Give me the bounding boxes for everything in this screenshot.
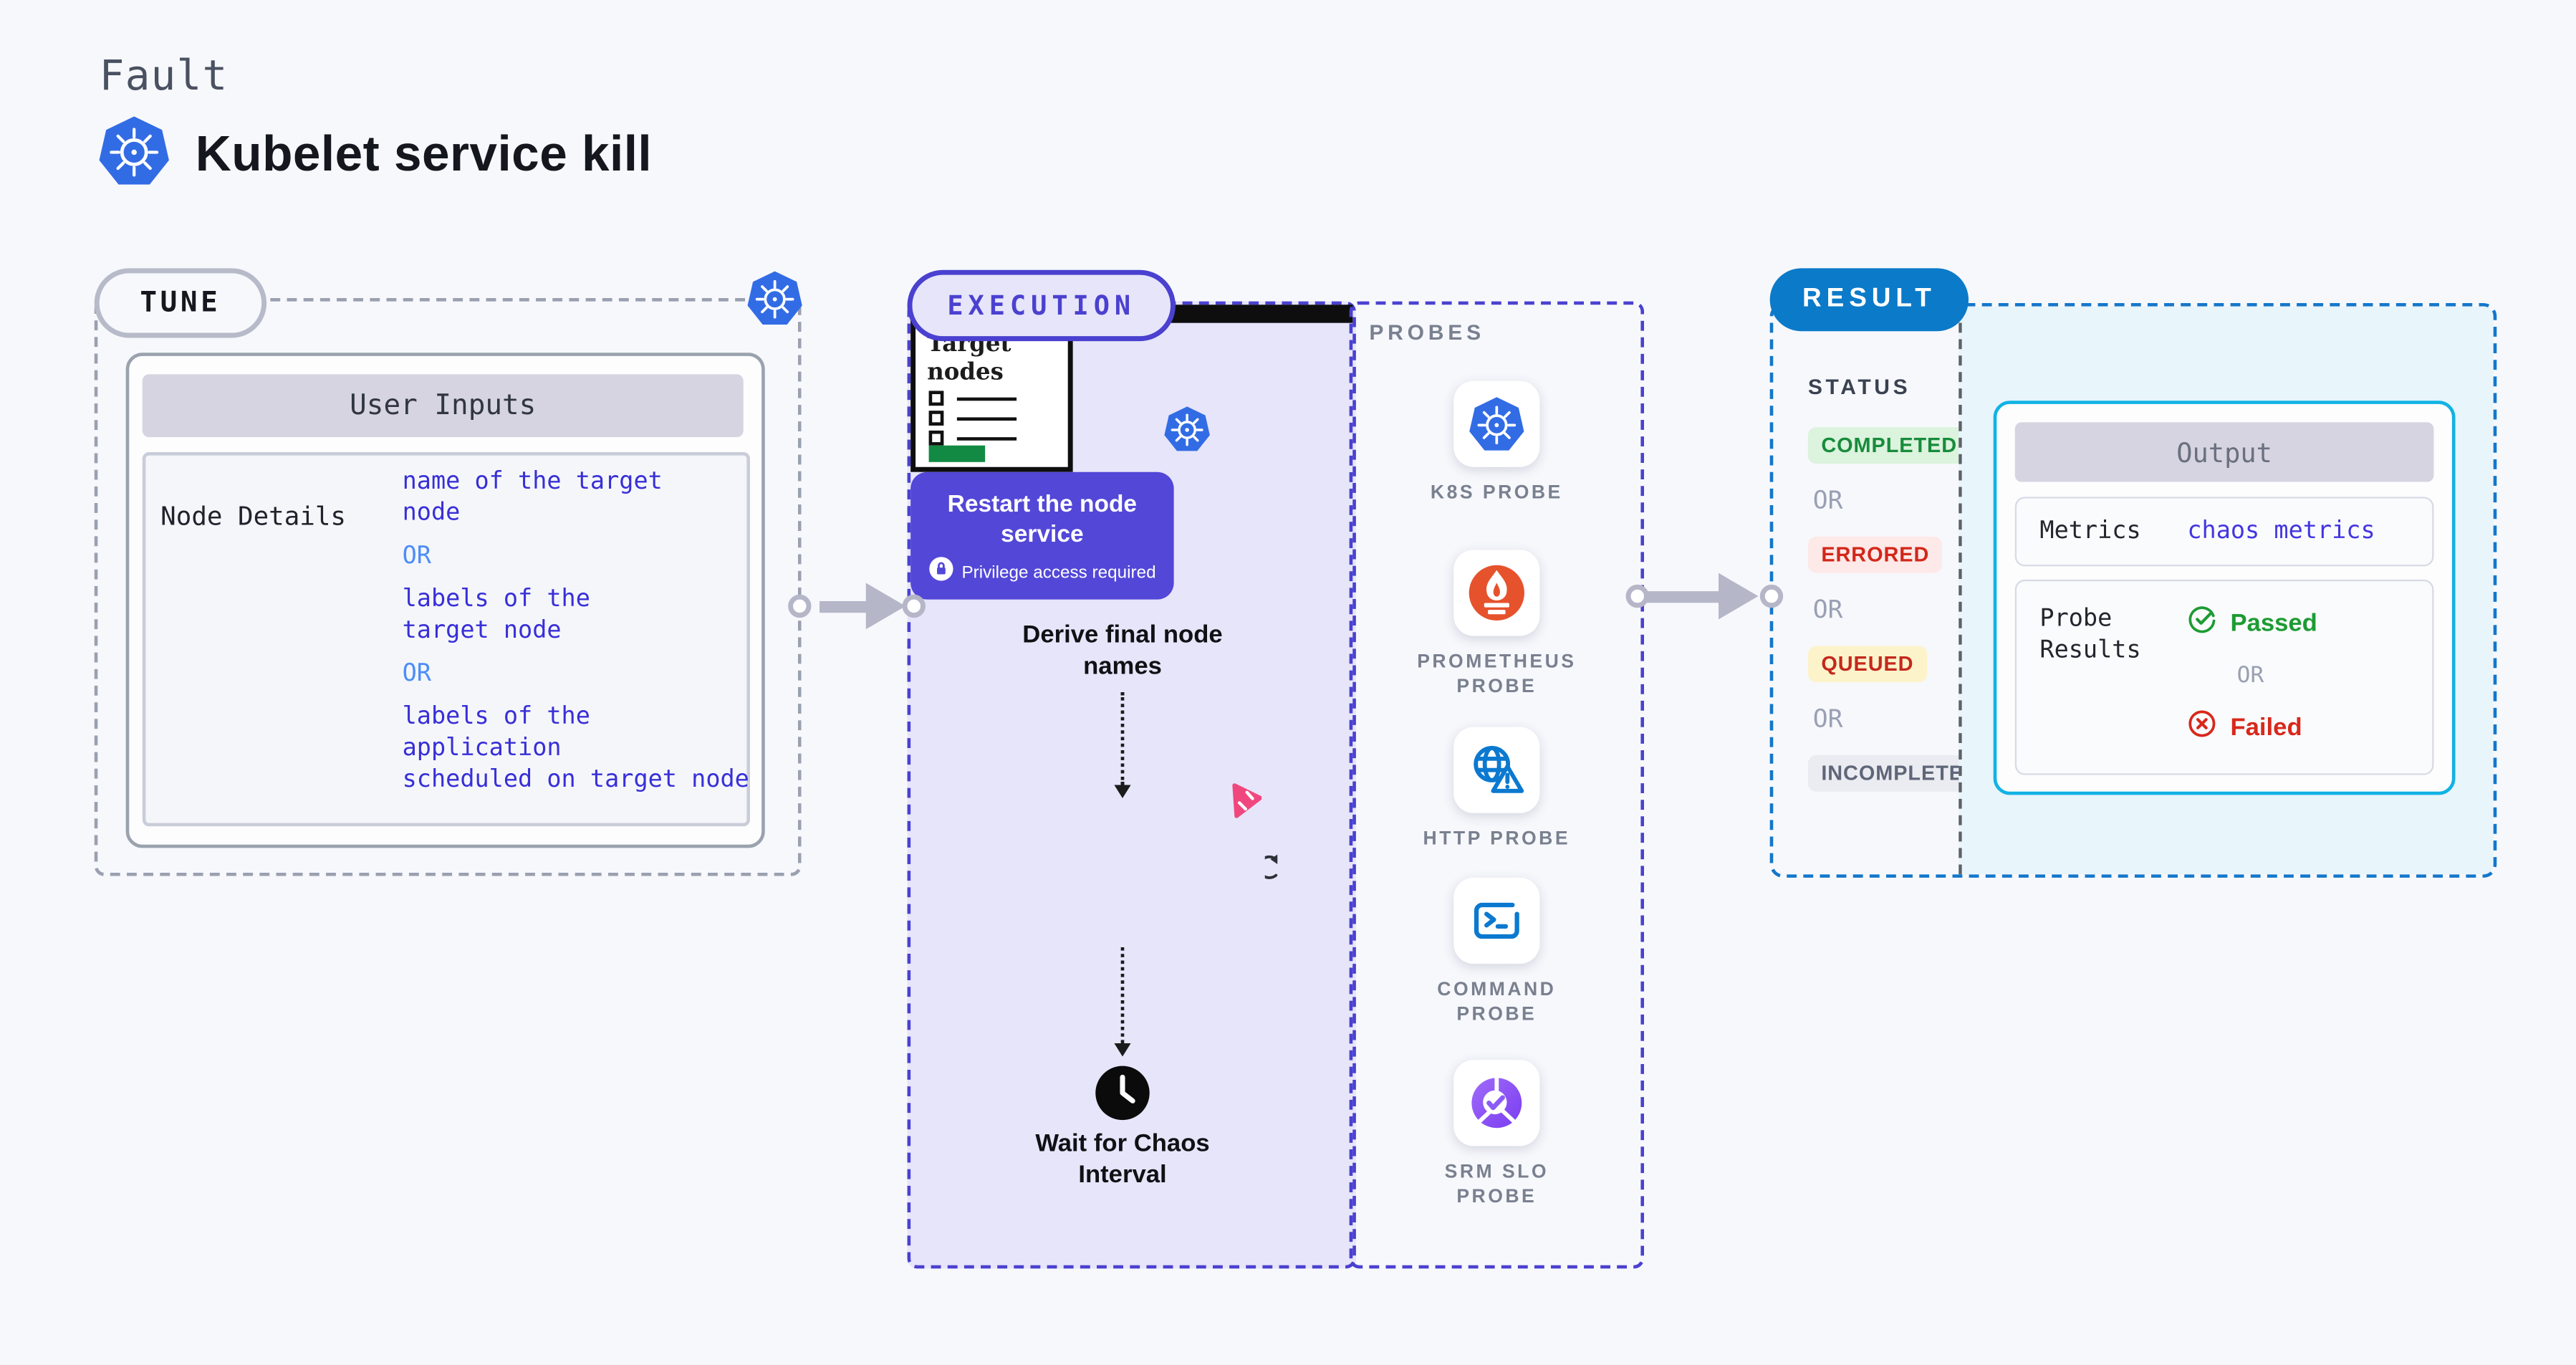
- probe-label: PROMETHEUS PROBE: [1417, 652, 1577, 696]
- option-node-labels: labels of the target node: [402, 586, 590, 645]
- failed-row: Failed: [2187, 709, 2317, 747]
- terminal-icon: [1453, 877, 1540, 964]
- status-column: STATUS COMPLETED OR ERRORED OR QUEUED OR…: [1773, 307, 1993, 875]
- flow-connector-down: [1114, 692, 1131, 798]
- page-title-row: Kubelet service kill: [96, 112, 652, 197]
- failed-text: Failed: [2230, 714, 2302, 742]
- node-list-row: [928, 411, 1017, 426]
- step-wait-caption: Wait for Chaos Interval: [1035, 1129, 1210, 1189]
- probe-srm-slo: SRM SLO PROBE: [1352, 1060, 1640, 1209]
- fault-kicker: Fault: [99, 51, 229, 100]
- node-details-options: name of the target node OR labels of the…: [403, 467, 757, 797]
- metrics-value: chaos metrics: [2187, 518, 2375, 545]
- or-separator: OR: [1812, 485, 1843, 515]
- status-badge-queued: QUEUED: [1807, 646, 1927, 683]
- metrics-row: Metrics chaos metrics: [2014, 497, 2434, 567]
- or-separator: OR: [1812, 594, 1843, 625]
- x-circle-icon: [2187, 709, 2217, 747]
- execution-pill: EXECUTION: [907, 269, 1176, 342]
- probe-command: COMMAND PROBE: [1352, 877, 1640, 1027]
- option-app-labels: labels of the application scheduled on t…: [402, 704, 749, 794]
- privilege-text: Privilege access required: [961, 562, 1156, 583]
- result-pill: RESULT: [1769, 268, 1969, 332]
- node-details-label: Node Details: [160, 502, 347, 532]
- node-details-panel: [142, 451, 750, 827]
- privilege-row: Privilege access required: [928, 557, 1156, 590]
- step-derive-caption: Derive final node names: [1022, 621, 1223, 681]
- tune-pill: TUNE: [94, 268, 267, 338]
- metrics-label: Metrics: [2039, 517, 2141, 545]
- node-list-row: [928, 430, 1017, 446]
- http-globe-warning-icon: [1453, 727, 1540, 813]
- check-circle-icon: [2187, 605, 2217, 643]
- probe-label: K8S PROBE: [1430, 483, 1563, 504]
- output-header: Output: [2014, 422, 2434, 482]
- probe-http: HTTP PROBE: [1352, 727, 1640, 852]
- clock-icon: [1095, 1065, 1151, 1129]
- result-section: STATUS COMPLETED OR ERRORED OR QUEUED OR…: [1769, 302, 2497, 878]
- chaos-fault-icon: [1227, 783, 1263, 826]
- or-separator: OR: [2236, 662, 2264, 689]
- probe-results-row: Probe Results Passed OR: [2014, 579, 2434, 775]
- or-separator: OR: [1812, 704, 1843, 734]
- arrow-tune-to-execution: [788, 583, 942, 630]
- or-separator: OR: [402, 543, 431, 570]
- probe-label: COMMAND PROBE: [1437, 980, 1557, 1025]
- user-inputs-header: User Inputs: [142, 374, 744, 438]
- passed-text: Passed: [2230, 609, 2317, 638]
- tune-section: [94, 298, 802, 876]
- restart-node-service-card: Restart the node service Privilege acces…: [910, 471, 1174, 600]
- execution-section: Target nodes Derive final node names: [907, 301, 1356, 1269]
- arrow-execution-to-result: [1625, 573, 1795, 620]
- probes-section: K8S PROBE PROMETHEUS PROBE: [1349, 301, 1645, 1269]
- probe-results-label: Probe Results: [2039, 605, 2141, 664]
- passed-row: Passed: [2187, 605, 2317, 643]
- retry-loop-icon: [1257, 850, 1300, 893]
- probe-results-values: Passed OR Failed: [2187, 605, 2317, 774]
- kubernetes-icon: [745, 268, 804, 336]
- output-area: Output Metrics chaos metrics Probe Resul…: [1959, 306, 2494, 875]
- or-separator: OR: [402, 661, 431, 688]
- slo-donut-check-icon: [1453, 1060, 1540, 1146]
- probes-label: PROBES: [1369, 320, 1485, 345]
- green-action-bar: [928, 445, 986, 462]
- node-list-row: [928, 391, 1017, 406]
- step-restart-caption: Restart the node service: [947, 492, 1138, 549]
- status-badge-errored: ERRORED: [1807, 536, 1943, 573]
- kubernetes-icon: [1162, 404, 1211, 462]
- lock-icon: [928, 557, 953, 590]
- status-label: STATUS: [1807, 374, 1911, 399]
- probe-prometheus: PROMETHEUS PROBE: [1352, 550, 1640, 699]
- option-node-name: name of the target node: [402, 469, 663, 527]
- page-title: Kubelet service kill: [195, 126, 653, 182]
- output-card: Output Metrics chaos metrics Probe Resul…: [1993, 401, 2456, 795]
- kubernetes-icon: [96, 112, 172, 197]
- status-badge-completed: COMPLETED: [1807, 427, 1971, 464]
- prometheus-icon: [1453, 550, 1540, 636]
- probe-label: SRM SLO PROBE: [1444, 1162, 1549, 1207]
- probe-k8s: K8S PROBE: [1352, 380, 1640, 506]
- kubernetes-icon: [1453, 380, 1540, 467]
- probe-label: HTTP PROBE: [1423, 829, 1571, 850]
- flow-connector-down: [1114, 947, 1131, 1057]
